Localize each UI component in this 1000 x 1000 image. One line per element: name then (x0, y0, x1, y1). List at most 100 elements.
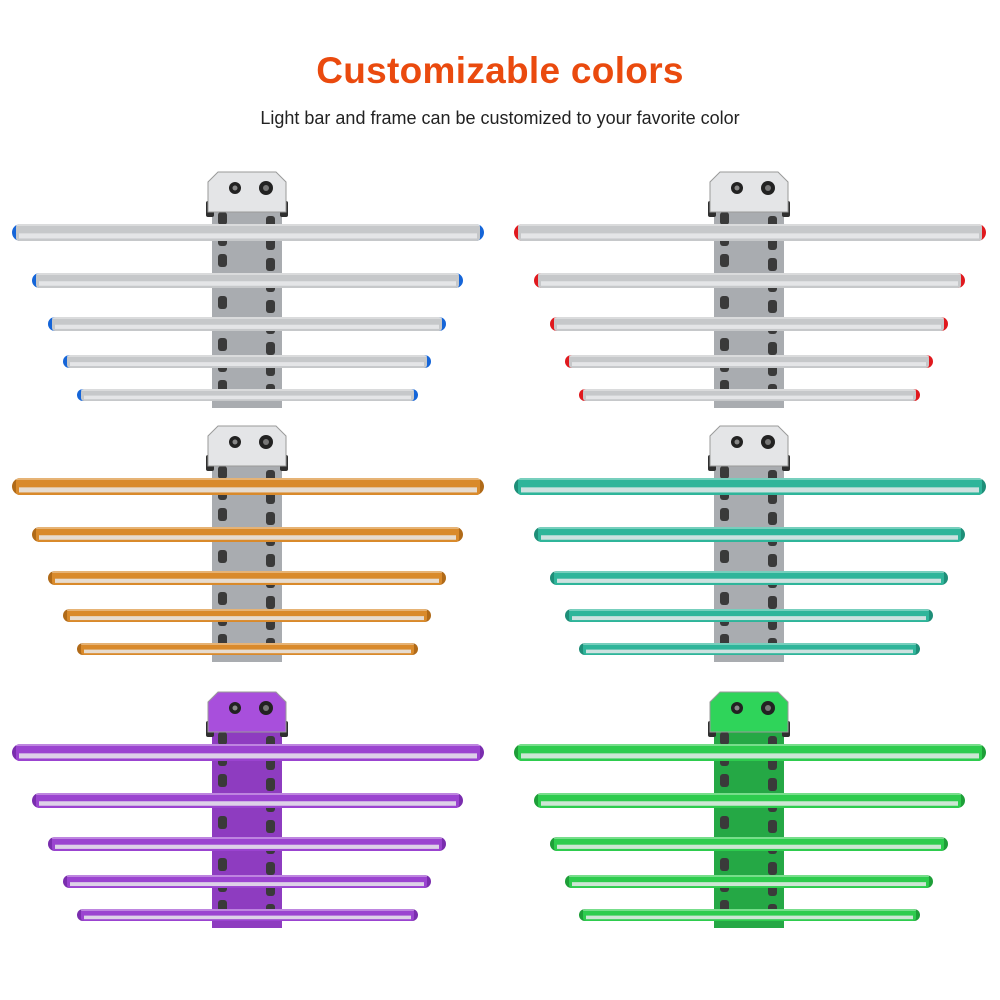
driver-connector (720, 858, 729, 871)
bar-highlight (36, 527, 459, 529)
bar-highlight (518, 478, 982, 480)
bar-highlight (538, 527, 961, 529)
page-subtitle: Light bar and frame can be customized to… (260, 108, 740, 128)
driver-connector (768, 554, 777, 567)
driver-connector (266, 596, 275, 609)
driver-connector (266, 820, 275, 833)
driver-connector (720, 508, 729, 521)
light-bar (16, 478, 480, 495)
control-port-core (263, 185, 269, 191)
bar-highlight (81, 909, 414, 911)
driver-connector (218, 774, 227, 787)
led-strip (541, 801, 958, 806)
driver-connector (218, 212, 227, 225)
light-fixture-silver-blue (0, 168, 500, 428)
led-strip (586, 649, 913, 654)
light-bar (518, 478, 982, 495)
control-box (709, 171, 789, 213)
control-box (207, 425, 287, 467)
led-strip (55, 844, 439, 849)
control-box (709, 425, 789, 467)
bar-highlight (52, 837, 442, 839)
driver-connector (218, 858, 227, 871)
driver-connector (218, 296, 227, 309)
bar-highlight (52, 571, 442, 573)
led-strip (39, 801, 456, 806)
led-strip (84, 649, 411, 654)
power-port-core (232, 705, 238, 711)
bar-highlight (16, 224, 480, 226)
control-port-core (263, 439, 269, 445)
driver-connector (720, 296, 729, 309)
led-strip (84, 395, 411, 400)
bar-highlight (67, 875, 427, 877)
driver-connector (218, 592, 227, 605)
light-fixture-silver-red (502, 168, 1000, 428)
control-port-core (765, 185, 771, 191)
bar-highlight (538, 793, 961, 795)
led-strip (521, 487, 979, 493)
bar-highlight (518, 224, 982, 226)
bar-highlight (583, 909, 916, 911)
light-bar (554, 571, 944, 585)
driver-connector (768, 342, 777, 355)
bar-highlight (36, 793, 459, 795)
control-port-core (263, 705, 269, 711)
bar-highlight (67, 609, 427, 611)
led-strip (84, 915, 411, 920)
driver-connector (768, 862, 777, 875)
led-strip (572, 882, 926, 887)
light-fixture-purple (0, 688, 500, 948)
bar-highlight (16, 744, 480, 746)
power-port-core (734, 439, 740, 445)
page-title: Customizable colors (316, 50, 684, 91)
driver-connector (266, 512, 275, 525)
driver-connector (266, 342, 275, 355)
bar-highlight (16, 478, 480, 480)
led-strip (39, 281, 456, 286)
driver-connector (720, 774, 729, 787)
led-strip (19, 487, 477, 493)
driver-connector (768, 300, 777, 313)
driver-connector (266, 258, 275, 271)
led-strip (39, 535, 456, 540)
light-fixture-green (502, 688, 1000, 948)
light-bar (52, 837, 442, 851)
driver-connector (768, 778, 777, 791)
bar-highlight (518, 744, 982, 746)
bar-highlight (554, 837, 944, 839)
control-box (207, 691, 287, 733)
driver-connector (768, 258, 777, 271)
driver-connector (218, 508, 227, 521)
bar-highlight (554, 571, 944, 573)
driver-connector (218, 816, 227, 829)
power-port-core (734, 705, 740, 711)
bar-highlight (538, 273, 961, 275)
bar-highlight (36, 273, 459, 275)
driver-connector (720, 592, 729, 605)
led-strip (70, 616, 424, 621)
led-strip (70, 362, 424, 367)
led-strip (586, 915, 913, 920)
led-strip (55, 324, 439, 329)
led-strip (55, 578, 439, 583)
power-port-core (734, 185, 740, 191)
bar-highlight (81, 389, 414, 391)
led-strip (557, 324, 941, 329)
bar-highlight (569, 355, 929, 357)
control-port-core (765, 705, 771, 711)
driver-connector (720, 466, 729, 479)
light-bar (554, 837, 944, 851)
driver-connector (266, 300, 275, 313)
driver-connector (720, 550, 729, 563)
led-strip (521, 233, 979, 239)
led-strip (521, 753, 979, 759)
power-port-core (232, 185, 238, 191)
led-strip (541, 281, 958, 286)
driver-connector (720, 816, 729, 829)
driver-connector (266, 862, 275, 875)
bar-highlight (554, 317, 944, 319)
bar-highlight (81, 643, 414, 645)
led-strip (557, 578, 941, 583)
power-port-core (232, 439, 238, 445)
